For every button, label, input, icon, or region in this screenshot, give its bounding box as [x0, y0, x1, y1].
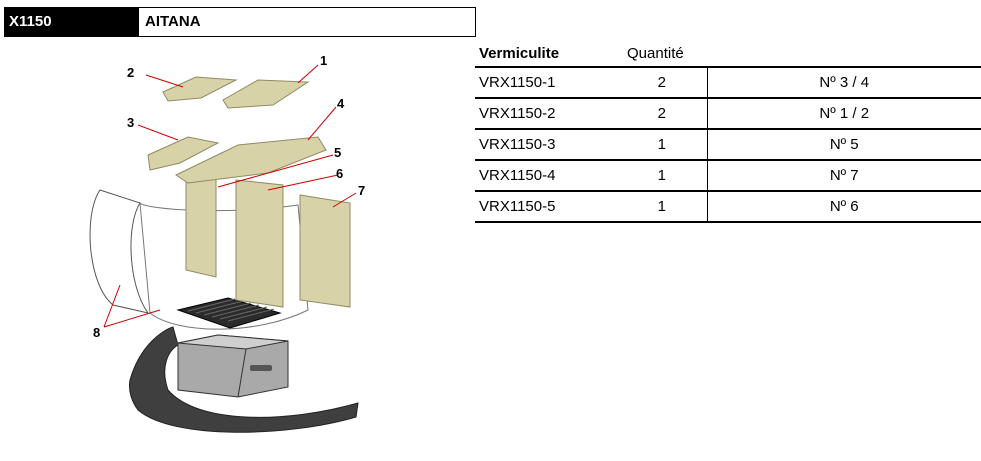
- table-header-row: Vermiculite Quantité: [475, 40, 981, 67]
- row-position: Nº 3 / 4: [707, 66, 981, 98]
- row-qty: 2: [617, 66, 708, 98]
- ash-box: [177, 334, 289, 398]
- callout-8: 8: [93, 325, 100, 340]
- model-name: AITANA: [145, 13, 201, 30]
- exploded-view-diagram: 2 1 3 4 5 6 7 8: [89, 53, 365, 433]
- vermiculite-panel-2: [162, 76, 238, 102]
- row-ref: VRX1150-3: [475, 128, 617, 160]
- row-position: Nº 1 / 2: [707, 97, 981, 129]
- grate: [176, 297, 282, 329]
- row-qty: 1: [617, 190, 708, 223]
- header-quantity: Quantité: [627, 44, 684, 62]
- row-position: Nº 6: [707, 190, 981, 223]
- vermiculite-panel-3: [147, 136, 220, 171]
- parts-table: Vermiculite Quantité VRX1150-1 2 Nº 3 / …: [475, 40, 981, 223]
- callout-7: 7: [358, 183, 365, 198]
- callout-6: 6: [336, 166, 343, 181]
- row-position: Nº 5: [707, 128, 981, 160]
- callout-1: 1: [320, 53, 327, 68]
- table-row: VRX1150-3 1 Nº 5: [475, 128, 981, 160]
- vermiculite-panel-1: [222, 79, 310, 109]
- vermiculite-panel-6: [235, 179, 284, 308]
- callout-3: 3: [127, 115, 134, 130]
- row-qty: 1: [617, 159, 708, 191]
- vermiculite-panel-5: [185, 174, 217, 278]
- row-ref: VRX1150-1: [475, 66, 617, 98]
- callout-4: 4: [337, 96, 345, 111]
- table-row: VRX1150-4 1 Nº 7: [475, 159, 981, 191]
- row-ref: VRX1150-4: [475, 159, 617, 191]
- row-position: Nº 7: [707, 159, 981, 191]
- header-position: [707, 40, 981, 67]
- callout-2: 2: [127, 65, 134, 80]
- row-qty: 1: [617, 128, 708, 160]
- model-code: X1150: [5, 8, 139, 36]
- row-ref: VRX1150-2: [475, 97, 617, 129]
- glass-panel: [89, 189, 150, 314]
- callout-5: 5: [334, 145, 341, 160]
- table-row: VRX1150-5 1 Nº 6: [475, 190, 981, 223]
- header-bar: X1150 AITANA: [4, 7, 476, 37]
- table-row: VRX1150-1 2 Nº 3 / 4: [475, 66, 981, 98]
- row-ref: VRX1150-5: [475, 190, 617, 223]
- header-vermiculite: Vermiculite: [479, 44, 560, 62]
- vermiculite-panel-4: [174, 136, 327, 184]
- vermiculite-panel-7: [299, 194, 351, 308]
- floor-plate: [129, 326, 359, 433]
- row-qty: 2: [617, 97, 708, 129]
- table-row: VRX1150-2 2 Nº 1 / 2: [475, 97, 981, 129]
- glass-panel-front: [139, 201, 309, 330]
